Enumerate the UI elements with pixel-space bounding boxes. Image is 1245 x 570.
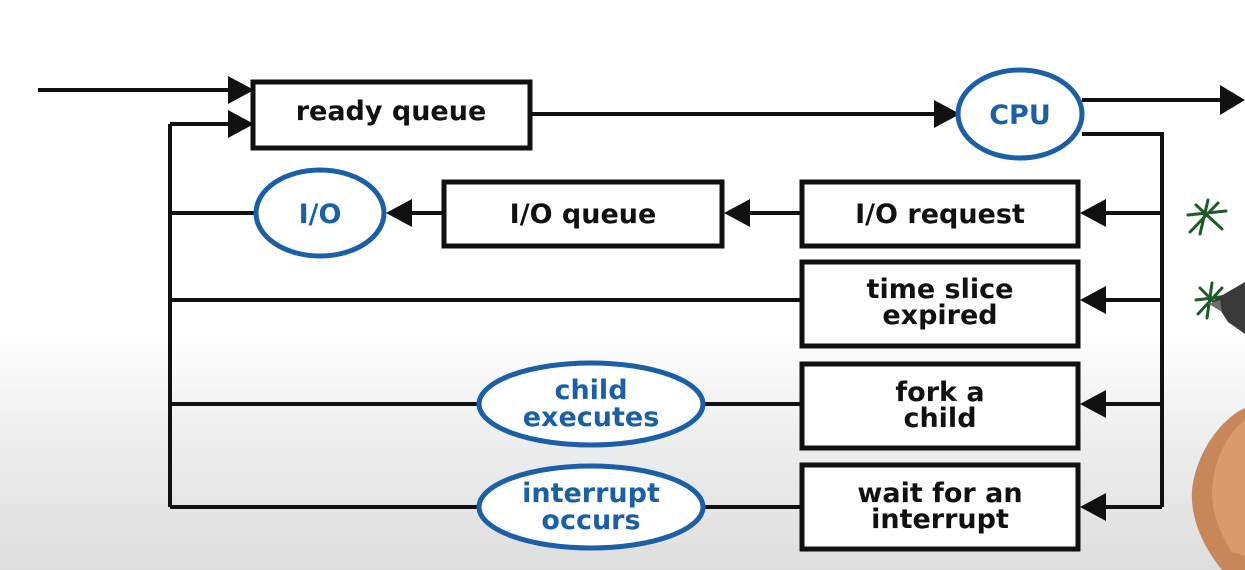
io-queue-arrowhead	[724, 199, 750, 227]
wait-interrupt-label-line1: wait for an	[857, 478, 1022, 509]
time-slice-label-line2: expired	[882, 300, 997, 331]
cpu-right-bus	[1082, 132, 1164, 507]
fork-arrowhead	[1080, 390, 1106, 418]
io-request-node: I/O request	[799, 179, 1081, 249]
ready-queue-node: ready queue	[250, 79, 533, 151]
wait-interrupt-node: wait for an interrupt	[799, 462, 1081, 552]
cpu-label: CPU	[989, 100, 1051, 131]
fork-child-node: fork a child	[799, 361, 1081, 451]
exit-arrowhead	[1220, 85, 1245, 115]
return-arrowhead	[228, 110, 254, 138]
child-executes-node: child executes	[476, 360, 706, 448]
cpu-node: CPU	[955, 67, 1085, 161]
wait-arrowhead	[1080, 493, 1106, 521]
fork-child-label-line2: child	[903, 403, 976, 434]
io-queue-label: I/O queue	[510, 199, 657, 230]
time-slice-label-line1: time slice	[867, 274, 1014, 305]
io-node: I/O	[253, 167, 387, 259]
time-slice-arrowhead	[1080, 286, 1106, 314]
child-executes-label-line1: child	[554, 375, 627, 406]
interrupt-occurs-node: interrupt occurs	[476, 463, 706, 551]
child-executes-label-line2: executes	[523, 402, 660, 433]
star-mark-1	[1186, 198, 1228, 236]
pen-tip	[1209, 282, 1245, 334]
time-slice-node: time slice expired	[799, 259, 1081, 349]
interrupt-occurs-label-line1: interrupt	[522, 478, 660, 509]
entry-arrowhead	[228, 76, 254, 104]
wait-interrupt-label-line2: interrupt	[871, 504, 1009, 535]
fork-child-label-line1: fork a	[895, 377, 984, 408]
cpu-arrowhead	[934, 100, 960, 128]
io-request-arrowhead	[1080, 199, 1106, 227]
io-arrowhead	[386, 199, 412, 227]
interrupt-occurs-label-line2: occurs	[541, 505, 640, 536]
hand-silhouette	[1191, 408, 1245, 570]
io-request-label: I/O request	[855, 199, 1025, 230]
io-label: I/O	[299, 199, 342, 230]
star-mark-2	[1194, 281, 1230, 320]
io-queue-node: I/O queue	[441, 179, 725, 249]
ready-queue-label: ready queue	[296, 96, 487, 127]
